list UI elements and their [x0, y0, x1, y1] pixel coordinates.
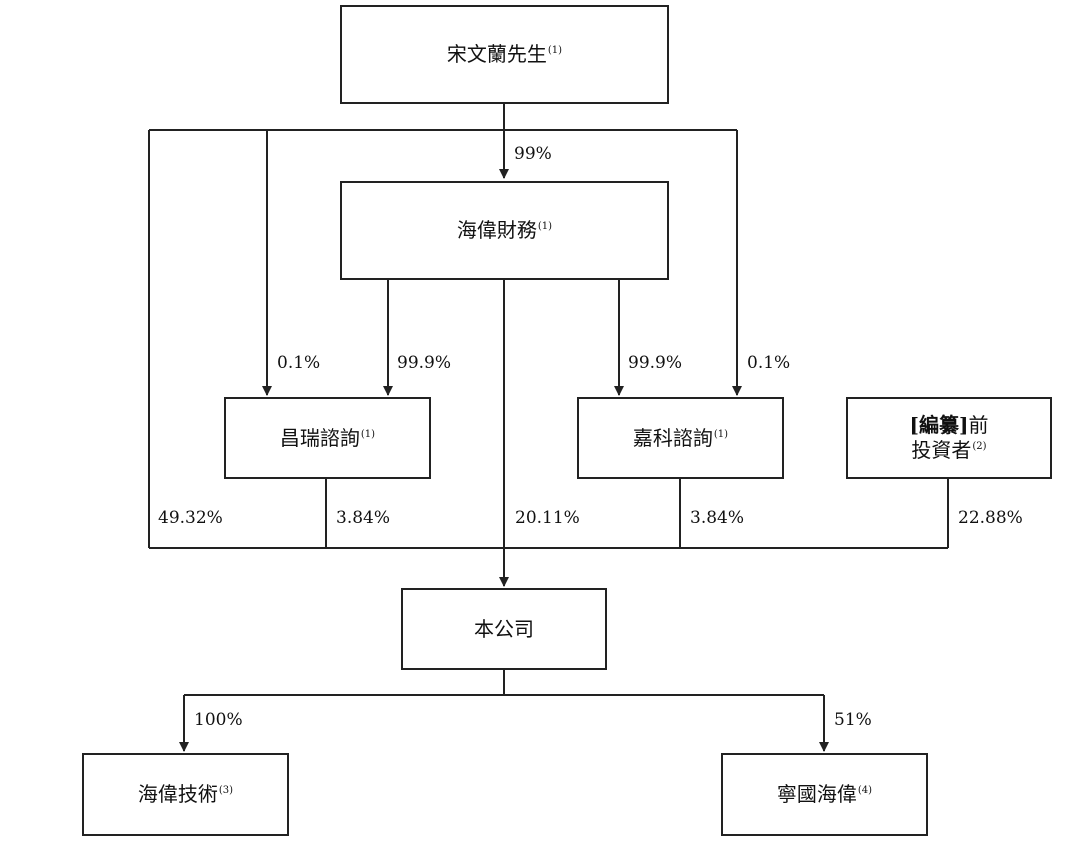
pre-ipo-line1-rest: 前 [968, 413, 989, 437]
box-haiwei-tech: 海偉技術(3) [82, 753, 289, 836]
pct-song-to-jiake: 0.1% [747, 353, 791, 373]
haiwei-finance-note: (1) [537, 221, 553, 233]
pct-finance-to-company: 20.11% [515, 508, 580, 528]
jiake-label: 嘉科諮詢 [632, 425, 713, 450]
pct-finance-to-changrui: 99.9% [397, 353, 452, 373]
pre-ipo-bold-text: 編纂 [919, 413, 959, 437]
company-label: 本公司 [474, 616, 534, 641]
pre-ipo-note: (2) [972, 441, 987, 453]
pct-finance-to-jiake: 99.9% [628, 353, 683, 373]
pre-ipo-line2: 投資者 [911, 438, 972, 462]
box-company: 本公司 [401, 588, 607, 670]
haiwei-tech-label: 海偉技術 [137, 782, 218, 806]
changrui-label: 昌瑞諮詢 [279, 425, 360, 450]
pct-preipo-to-company: 22.88% [958, 508, 1023, 528]
pct-company-to-ningguo: 51% [834, 710, 872, 730]
haiwei-tech-note: (3) [218, 785, 234, 797]
box-ningguo-haiwei: 寧國海偉(4) [721, 753, 928, 836]
pre-ipo-line1: [編纂]前 [910, 413, 989, 437]
pct-company-to-tech: 100% [194, 710, 243, 730]
box-changrui-consulting: 昌瑞諮詢(1) [224, 397, 431, 479]
jiake-note: (1) [713, 428, 729, 440]
ningguo-note: (4) [857, 785, 873, 797]
pct-jiake-to-company: 3.84% [690, 508, 745, 528]
song-note: (1) [547, 45, 563, 57]
haiwei-finance-label: 海偉財務 [456, 218, 537, 242]
box-pre-ipo-investors: [編纂]前 投資者(2) [846, 397, 1052, 479]
pct-song-to-changrui: 0.1% [277, 353, 321, 373]
pre-ipo-bracket-close: ] [959, 413, 969, 437]
ningguo-label: 寧國海偉 [776, 782, 857, 806]
pct-song-to-company: 49.32% [158, 508, 223, 528]
changrui-note: (1) [360, 428, 376, 440]
box-song-wenlan: 宋文蘭先生(1) [340, 5, 669, 104]
pre-ipo-bracket-open: [ [909, 413, 919, 437]
box-jiake-consulting: 嘉科諮詢(1) [577, 397, 784, 479]
song-label: 宋文蘭先生 [446, 42, 547, 66]
pct-changrui-to-company: 3.84% [336, 508, 391, 528]
box-haiwei-finance: 海偉財務(1) [340, 181, 669, 280]
pct-song-to-finance: 99% [514, 144, 552, 164]
